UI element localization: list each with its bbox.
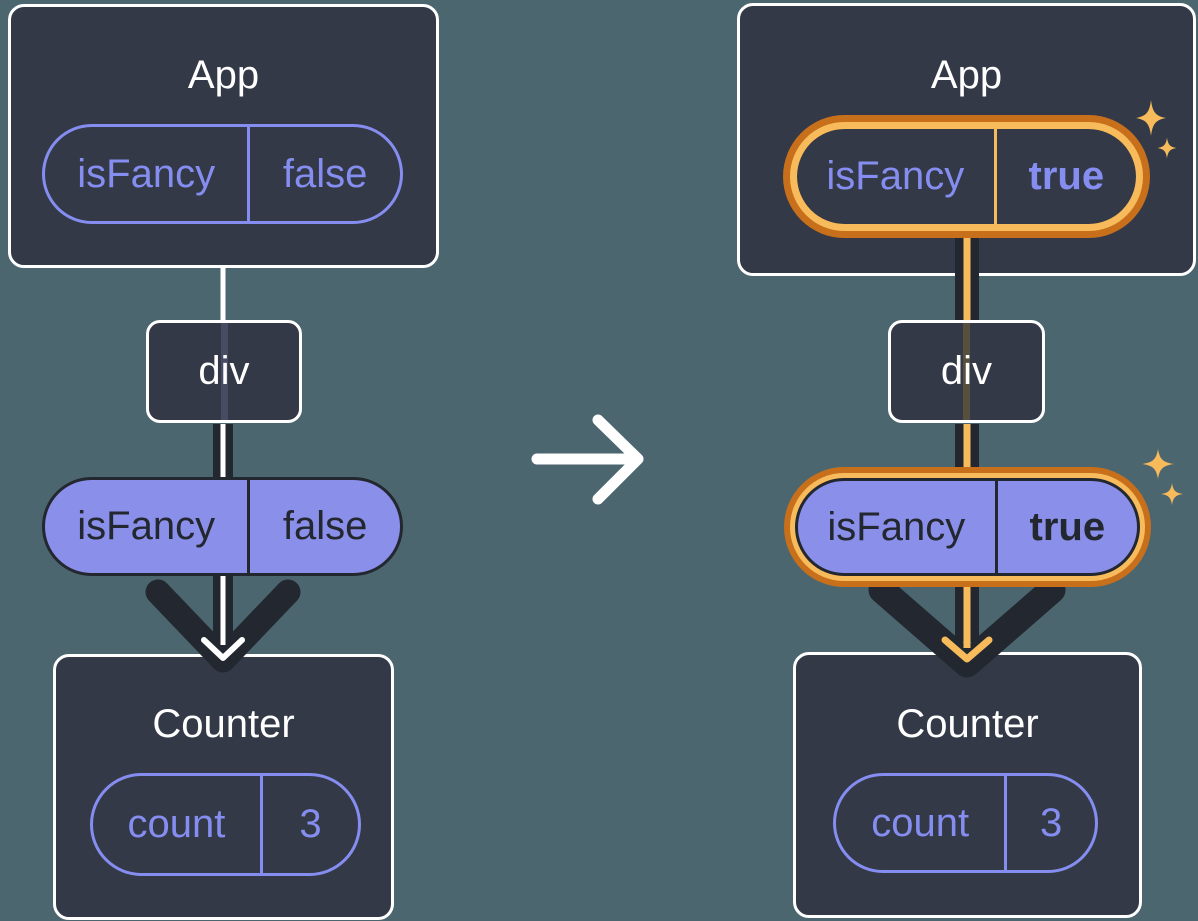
- div-element-box-before: div: [146, 320, 302, 423]
- arrow-right-icon: [531, 414, 644, 505]
- forwarded-prop-pill-after-highlighted: isFancy true: [795, 478, 1140, 576]
- counter-component-title: Counter: [896, 702, 1039, 746]
- prop-value: true: [1029, 504, 1106, 549]
- forwarded-prop-pill-before: isFancy false: [42, 477, 403, 576]
- app-prop-pill-after-highlighted: isFancy true: [797, 129, 1136, 224]
- state-name: count: [871, 800, 970, 845]
- prop-name: isFancy: [77, 504, 216, 548]
- pill-divider: [259, 776, 263, 873]
- pill-divider: [993, 129, 997, 224]
- prop-name: isFancy: [827, 504, 966, 549]
- sparkle-icon: [1142, 449, 1174, 479]
- prop-value: true: [1028, 154, 1105, 198]
- state-name: count: [127, 802, 226, 846]
- app-component-title: App: [930, 53, 1003, 97]
- props-flow-line-after-highlighted: [868, 236, 1066, 678]
- state-value: 3: [299, 802, 322, 846]
- sparkle-icon: [1161, 483, 1183, 505]
- prop-name: isFancy: [826, 154, 965, 198]
- prop-name: isFancy: [77, 151, 216, 196]
- pill-divider: [247, 127, 251, 221]
- prop-value: false: [282, 151, 368, 196]
- state-value: 3: [1040, 800, 1063, 845]
- counter-state-pill-before: count 3: [90, 773, 361, 876]
- faded-prop-line: [220, 323, 228, 420]
- faded-prop-line: [963, 323, 970, 420]
- props-flow-arrowhead: [145, 579, 301, 673]
- pill-divider: [1004, 776, 1008, 870]
- counter-component-title: Counter: [152, 702, 295, 746]
- counter-state-pill-after: count 3: [833, 773, 1098, 873]
- div-element-label: div: [940, 349, 993, 393]
- pill-divider: [994, 481, 998, 573]
- app-component-title: App: [187, 53, 260, 97]
- div-element-label: div: [198, 349, 250, 393]
- prop-value: false: [282, 504, 368, 548]
- pill-divider: [247, 480, 251, 573]
- div-element-box-after: div: [888, 320, 1045, 423]
- app-prop-pill-before: isFancy false: [42, 124, 403, 224]
